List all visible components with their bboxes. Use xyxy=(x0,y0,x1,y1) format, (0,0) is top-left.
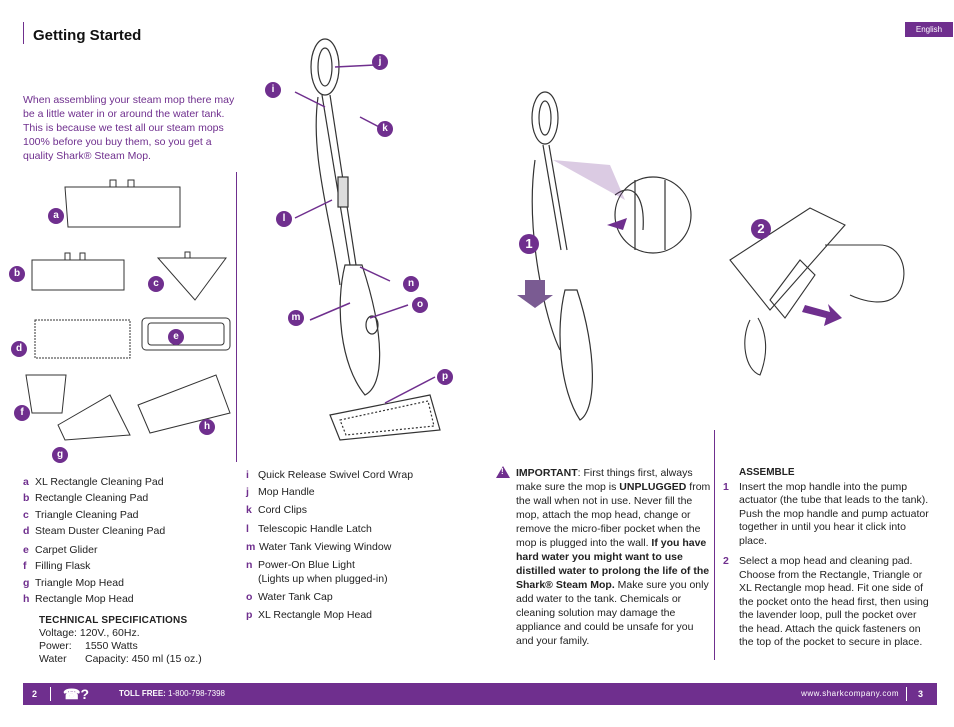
callout-a: a xyxy=(48,208,64,224)
callout-f: f xyxy=(14,405,30,421)
assemble-heading: ASSEMBLE xyxy=(739,467,795,478)
page-number-left: 2 xyxy=(32,689,38,699)
toll-free: TOLL FREE: 1-800-798-7398 xyxy=(119,689,225,698)
callout-d: d xyxy=(11,341,27,357)
specs-voltage: Voltage: 120V., 60Hz. xyxy=(39,627,140,639)
footer-divider xyxy=(50,687,51,701)
callout-b: b xyxy=(9,266,25,282)
website-link[interactable]: www.sharkcompany.com xyxy=(801,689,899,698)
steam-mop-illustration xyxy=(294,38,441,441)
callout-c: c xyxy=(148,276,164,292)
technical-specifications: TECHNICAL SPECIFICATIONS Voltage: 120V.,… xyxy=(39,614,202,666)
intro-note: When assembling your steam mop there may… xyxy=(23,94,235,162)
language-tab[interactable]: English xyxy=(905,22,953,37)
warning-icon xyxy=(496,466,510,478)
page-title: Getting Started xyxy=(33,27,142,44)
assembly-step2-illustration xyxy=(729,207,905,376)
callout-o: o xyxy=(412,297,428,313)
column-divider-right xyxy=(714,430,715,660)
callout-k: k xyxy=(377,121,393,137)
callout-h: h xyxy=(199,419,215,435)
step2-marker: 2 xyxy=(751,219,771,239)
callout-n: n xyxy=(403,276,419,292)
footer-bar: 2 ☎? TOLL FREE: 1-800-798-7398 www.shark… xyxy=(23,683,937,705)
phone-icon: ☎? xyxy=(63,686,89,702)
step1-marker: 1 xyxy=(519,234,539,254)
callout-m: m xyxy=(288,310,304,326)
specs-heading: TECHNICAL SPECIFICATIONS xyxy=(39,615,188,626)
callout-e: e xyxy=(168,329,184,345)
callout-i: i xyxy=(265,82,281,98)
callout-j: j xyxy=(372,54,388,70)
warning-icon-mark: ! xyxy=(501,467,504,476)
callout-g: g xyxy=(52,447,68,463)
page-number-right: 3 xyxy=(917,689,923,699)
assembly-step1-illustration xyxy=(517,91,692,421)
specs-power: Power:1550 Watts xyxy=(39,640,138,652)
footer-divider xyxy=(906,687,907,701)
callout-l: l xyxy=(276,211,292,227)
callout-p: p xyxy=(437,369,453,385)
list-item: (Lights up when plugged-in) xyxy=(258,573,388,585)
header-rule xyxy=(23,22,24,44)
accessory-illustrations xyxy=(25,179,231,441)
column-divider-left xyxy=(236,172,237,462)
important-notice: IMPORTANT: First things first, always ma… xyxy=(516,467,711,647)
